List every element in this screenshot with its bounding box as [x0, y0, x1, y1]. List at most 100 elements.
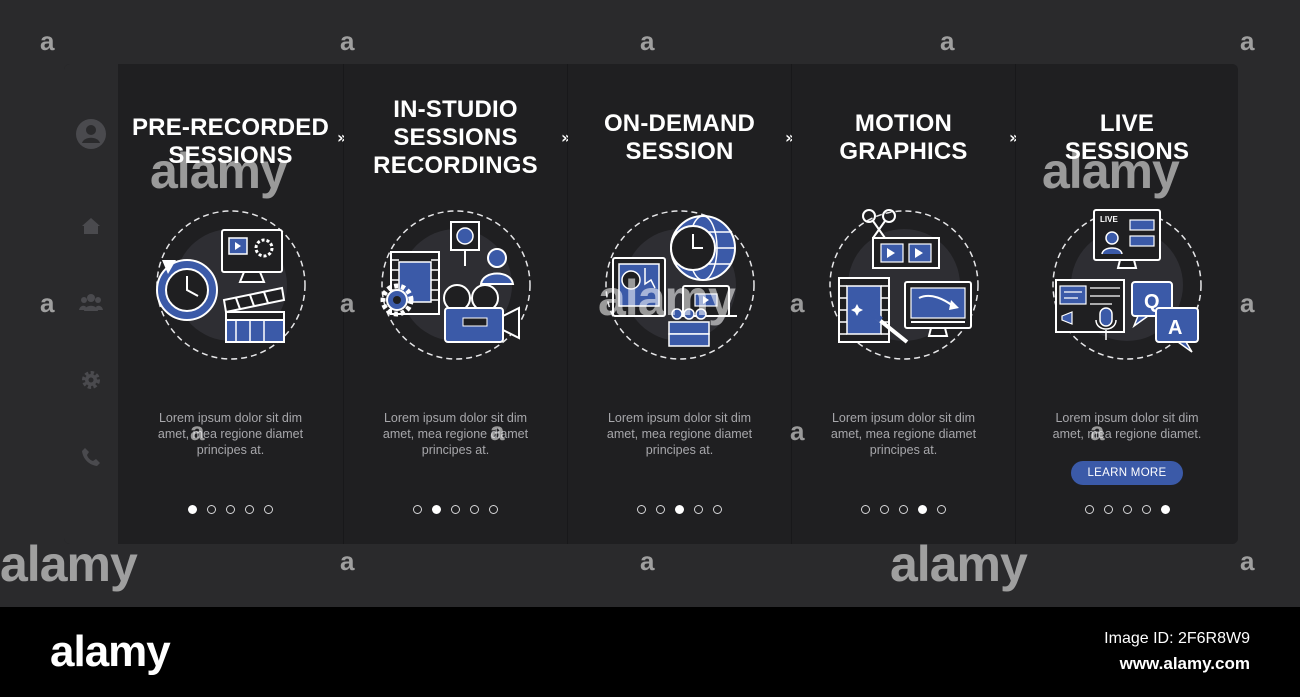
- rewind-clock-icon: [155, 259, 218, 321]
- pagination-dot[interactable]: [713, 505, 722, 514]
- pagination-dot[interactable]: [1122, 505, 1132, 514]
- description-line: Lorem ipsum dolor sit dim: [607, 411, 752, 425]
- clapperboard-icon: [222, 286, 285, 343]
- laptop-icon: [674, 285, 737, 317]
- title-line: SESSION: [625, 138, 734, 165]
- pagination-dot[interactable]: [245, 505, 254, 514]
- pagination-dot-active[interactable]: [1160, 505, 1170, 514]
- watermark-mark: a: [1240, 26, 1255, 56]
- watermark-mark: a: [790, 288, 805, 318]
- description-line: amet, mea regione diamet.: [1052, 427, 1202, 441]
- pagination-dot[interactable]: [861, 505, 870, 514]
- a-bubble-icon: A: [1155, 307, 1199, 353]
- description-line: principes at.: [421, 443, 490, 457]
- pagination-dot[interactable]: [470, 505, 479, 514]
- watermark-mark: a: [340, 288, 355, 318]
- onboarding-screen-1: PRE-RECORDED SESSIONS Lorem ipsum dolor …: [118, 64, 344, 544]
- description-line: Lorem ipsum dolor sit dim: [158, 411, 303, 425]
- pagination-dot-active[interactable]: [918, 505, 927, 514]
- description-line: Lorem ipsum dolor sit dim: [1055, 411, 1199, 425]
- screen-title: IN-STUDIO SESSIONS RECORDINGS: [344, 96, 567, 180]
- watermark-logo: alamy: [1042, 143, 1180, 199]
- watermark-mark: a: [490, 416, 505, 446]
- user-icon[interactable]: [75, 118, 107, 150]
- watermark-logo: alamy: [0, 536, 138, 592]
- motion-graphics-illustration: [827, 208, 981, 362]
- description-line: amet, mea regione diamet: [382, 427, 529, 441]
- watermark-mark: a: [640, 546, 655, 576]
- home-icon[interactable]: [75, 210, 107, 242]
- pagination-dot[interactable]: [1141, 505, 1151, 514]
- next-arrow-icon: »: [561, 128, 572, 147]
- watermark-mark: a: [40, 288, 55, 318]
- on-demand-illustration: [603, 208, 757, 362]
- footer-url[interactable]: www.alamy.com: [1119, 654, 1250, 673]
- film-strip-icon: [871, 237, 940, 269]
- a-label: A: [1168, 317, 1182, 339]
- stage: PRE-RECORDED SESSIONS Lorem ipsum dolor …: [0, 26, 1255, 592]
- pagination-dot-active[interactable]: [675, 505, 684, 514]
- pagination-dot[interactable]: [637, 505, 646, 514]
- watermark-mark: a: [640, 26, 655, 56]
- pagination-dot[interactable]: [656, 505, 665, 514]
- learn-more-button[interactable]: LEARN MORE: [1071, 461, 1183, 485]
- pagination-dot[interactable]: [207, 505, 216, 514]
- screen-description: Lorem ipsum dolor sit dim amet, mea regi…: [344, 410, 567, 458]
- title-line: ON-DEMAND: [603, 110, 756, 137]
- screen-description: Lorem ipsum dolor sit dim amet, mea regi…: [568, 410, 791, 458]
- pagination-dot[interactable]: [489, 505, 498, 514]
- pagination-dot-active[interactable]: [432, 505, 441, 514]
- pagination-dot[interactable]: [451, 505, 460, 514]
- watermark-mark: a: [790, 416, 805, 446]
- title-line: PRE-RECORDED: [131, 114, 330, 141]
- microphone-icon: [1095, 307, 1117, 340]
- person-icon: [479, 248, 514, 285]
- pagination-dot[interactable]: [264, 505, 273, 514]
- audience-icon: [667, 308, 710, 347]
- title-line: SESSIONS: [168, 142, 293, 169]
- watermark-mark: a: [1240, 288, 1255, 318]
- footer-bar: alamy Image ID: 2F6R8W9 www.alamy.com: [0, 607, 1300, 697]
- pagination-dot[interactable]: [694, 505, 703, 514]
- footer-image-id: Image ID: 2F6R8W9: [1104, 630, 1250, 647]
- clock-icon: [669, 225, 716, 271]
- pagination-dot[interactable]: [899, 505, 908, 514]
- screen-title: PRE-RECORDED SESSIONS: [118, 114, 343, 170]
- in-studio-illustration: [379, 208, 533, 362]
- screen-title: MOTION GRAPHICS: [792, 110, 1015, 166]
- title-line: SESSIONS: [1064, 138, 1190, 165]
- pagination-dot[interactable]: [413, 505, 422, 514]
- video-camera-icon: [442, 284, 520, 343]
- watermark-mark: a: [940, 26, 955, 56]
- pagination-dots: [568, 505, 791, 514]
- tablet-icon: [611, 257, 666, 317]
- next-arrow-icon: »: [785, 128, 796, 147]
- q-label: Q: [1144, 291, 1160, 313]
- onboarding-screen-3: ON-DEMAND SESSION Lorem ipsum dolor sit …: [568, 64, 792, 544]
- pagination-dot[interactable]: [1084, 505, 1094, 514]
- monitor-icon: [220, 229, 283, 283]
- group-icon[interactable]: [75, 286, 107, 318]
- watermark-mark: a: [1240, 546, 1255, 576]
- pagination-dot[interactable]: [1103, 505, 1113, 514]
- description-line: amet, mea regione diamet: [157, 427, 304, 441]
- next-arrow-icon: »: [337, 128, 348, 147]
- pagination-dot-active[interactable]: [188, 505, 197, 514]
- screen-description: Lorem ipsum dolor sit dim amet, mea regi…: [118, 410, 343, 458]
- brush-icon: [868, 309, 908, 344]
- onboarding-screen-2: IN-STUDIO SESSIONS RECORDINGS Lorem ipsu…: [344, 64, 568, 544]
- gear-icon[interactable]: [75, 364, 107, 396]
- description-line: principes at.: [869, 443, 938, 457]
- phone-icon[interactable]: [75, 441, 107, 473]
- live-monitor-icon: LIVE: [1093, 209, 1161, 269]
- onboarding-frame: PRE-RECORDED SESSIONS Lorem ipsum dolor …: [64, 64, 1238, 544]
- pagination-dot[interactable]: [880, 505, 889, 514]
- pagination-dot[interactable]: [937, 505, 946, 514]
- spotlight-icon: [449, 221, 480, 266]
- title-line: LIVE: [1099, 110, 1155, 137]
- watermark-mark: a: [1090, 416, 1105, 446]
- watermark-mark: a: [190, 416, 205, 446]
- title-line: MOTION: [854, 110, 953, 137]
- description-line: Lorem ipsum dolor sit dim: [383, 411, 528, 425]
- pagination-dot[interactable]: [226, 505, 235, 514]
